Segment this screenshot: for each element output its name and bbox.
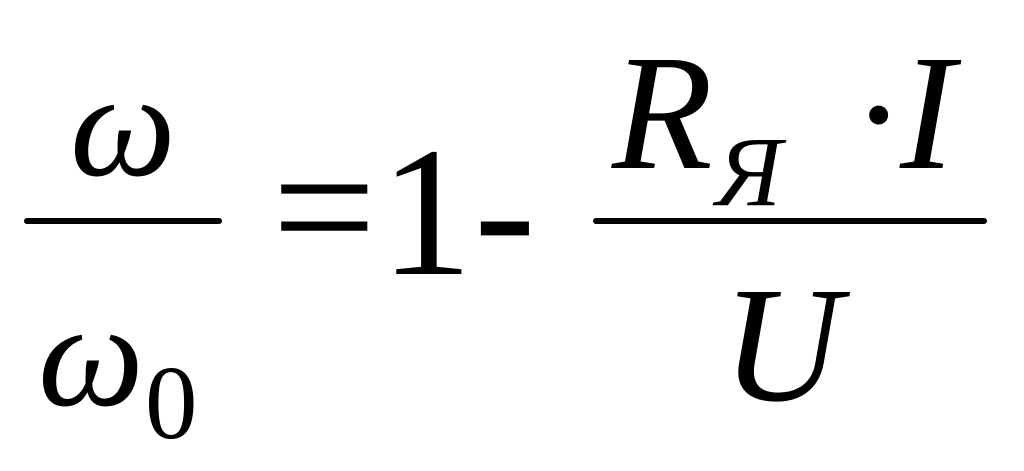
omega-subscript: 0	[145, 344, 198, 461]
current-symbol: I	[900, 21, 955, 204]
fraction-bar-left	[24, 218, 222, 224]
multiplication-dot: ·	[852, 25, 906, 203]
omega-numerator: ω	[70, 42, 176, 208]
resistance-symbol: R	[612, 21, 713, 204]
voltage-symbol: U	[722, 253, 842, 436]
constant-one: 1	[380, 110, 473, 315]
equals-sign: =	[272, 105, 377, 310]
omega-denominator: ω	[38, 272, 144, 438]
minus-sign: -	[474, 108, 536, 313]
fraction-bar-right	[593, 218, 987, 224]
resistance-subscript: Я	[716, 116, 782, 227]
